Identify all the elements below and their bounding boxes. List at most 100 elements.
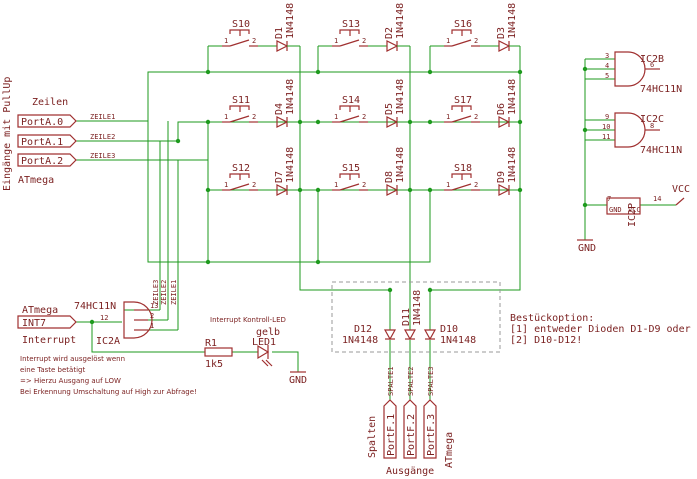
side-label: Eingänge mit PullUp	[2, 77, 13, 191]
pin1-label: 1	[334, 181, 338, 189]
port-a0-flag: PortA.0	[17, 114, 77, 128]
ic2c-gate: 9 10 11 8 IC2C 74HC11N	[602, 112, 682, 156]
svg-text:1: 1	[150, 322, 154, 330]
pin2-label: 2	[252, 37, 256, 45]
pin2-label: 2	[252, 113, 256, 121]
column-diode-label: D10	[440, 324, 458, 335]
switch-label: S18	[454, 163, 472, 174]
push-switch: S12 1 2	[222, 163, 258, 191]
svg-text:3: 3	[605, 52, 609, 60]
gnd-ic: GND	[577, 239, 596, 254]
switch-label: S13	[342, 19, 360, 30]
junctions	[89, 66, 588, 325]
option-frame	[331, 281, 501, 353]
svg-text:13: 13	[150, 302, 158, 310]
ic2p-power: 7 14 GND VCC IC2P VCC	[606, 184, 690, 227]
zeile2-label: ZEILE2	[90, 133, 115, 141]
svg-text:9: 9	[605, 113, 609, 121]
zeile1-vert-label: ZEILE1	[170, 280, 178, 305]
svg-text:1k5: 1k5	[205, 359, 223, 370]
port-f-label: PortF.3	[426, 414, 437, 456]
svg-text:IC2B: IC2B	[640, 54, 664, 65]
switch-label: S15	[342, 163, 360, 174]
port-f-atmega-label: ATmega	[444, 432, 455, 468]
switch-label: S16	[454, 19, 472, 30]
port-a-connectors: PortA.0 PortA.1 PortA.2 ZEILE1 ZEILE2 ZE…	[17, 113, 115, 167]
svg-text:PortA.2: PortA.2	[21, 156, 63, 167]
switch-label: S17	[454, 95, 472, 106]
svg-text:LED1: LED1	[252, 337, 276, 348]
svg-text:GND: GND	[578, 243, 596, 254]
pin1-label: 1	[334, 113, 338, 121]
int-note-line3: => Hierzu Ausgang auf LOW	[20, 377, 121, 385]
column-diode-label: 1N4148	[342, 335, 378, 346]
switch-label: S12	[232, 163, 250, 174]
diode-type: 1N4148	[395, 147, 406, 183]
option-line1: [1] entweder Dioden D1-D9 oder	[510, 324, 691, 335]
gnd-led: GND	[289, 371, 307, 386]
port-f-label: PortF.1	[386, 414, 397, 456]
svg-text:74HC11N: 74HC11N	[74, 301, 116, 312]
spalte-label: SPALTE2	[407, 366, 415, 396]
svg-text:gelb: gelb	[256, 327, 280, 338]
ic2b-gate: 3 4 5 6 IC2B 74HC11N	[605, 51, 682, 95]
diode-label: D9	[496, 171, 507, 183]
svg-text:GND: GND	[609, 206, 622, 214]
diode-type: 1N4148	[507, 147, 518, 183]
svg-text:GND: GND	[289, 375, 307, 386]
option-title: Bestückoption:	[510, 313, 594, 324]
svg-text:VCC: VCC	[672, 184, 690, 195]
svg-text:74HC11N: 74HC11N	[640, 145, 682, 156]
pin2-label: 2	[252, 181, 256, 189]
column-diode-type: 1N4148	[412, 290, 423, 326]
led-title: Interrupt Kontroll-LED	[210, 316, 286, 324]
port-atmega-label: ATmega	[18, 175, 54, 186]
svg-text:11: 11	[602, 133, 610, 141]
diode-label: D2	[384, 27, 395, 39]
diode-label: D7	[274, 171, 285, 183]
svg-text:IC2P: IC2P	[627, 203, 638, 227]
port-f-label: PortF.2	[406, 414, 417, 456]
svg-text:14: 14	[653, 195, 661, 203]
pin1-label: 1	[334, 37, 338, 45]
int7-connector: ATmega INT7 Interrupt	[17, 305, 77, 346]
switch-label: S10	[232, 19, 250, 30]
column-diode-label: 1N4148	[440, 335, 476, 346]
port-a2-flag: PortA.2	[17, 153, 77, 167]
diode-type: 1N4148	[507, 3, 518, 39]
zeile3-vert-label: ZEILE3	[152, 280, 160, 305]
pin1-label: 1	[446, 181, 450, 189]
svg-text:5: 5	[605, 72, 609, 80]
diode-label: D4	[274, 103, 285, 115]
svg-text:8: 8	[650, 122, 654, 130]
column-diode-label: D12	[354, 324, 372, 335]
diode-type: 1N4148	[507, 79, 518, 115]
pin1-label: 1	[224, 181, 228, 189]
switch-label: S14	[342, 95, 360, 106]
spalte-connector: PortF.2 SPALTE2	[403, 366, 417, 459]
svg-text:PortA.0: PortA.0	[21, 117, 63, 128]
svg-text:6: 6	[650, 61, 654, 69]
svg-text:2: 2	[150, 312, 154, 320]
zeile1-label: ZEILE1	[90, 113, 115, 121]
int-note-line2: eine Taste betätigt	[20, 366, 85, 374]
r1-resistor: R1 1k5	[204, 338, 233, 370]
diode-label: D1	[274, 27, 285, 39]
svg-text:R1: R1	[205, 338, 217, 349]
pin2-label: 2	[362, 37, 366, 45]
diode-type: 1N4148	[285, 79, 296, 115]
svg-text:IC2A: IC2A	[96, 336, 120, 347]
diode-label: D3	[496, 27, 507, 39]
